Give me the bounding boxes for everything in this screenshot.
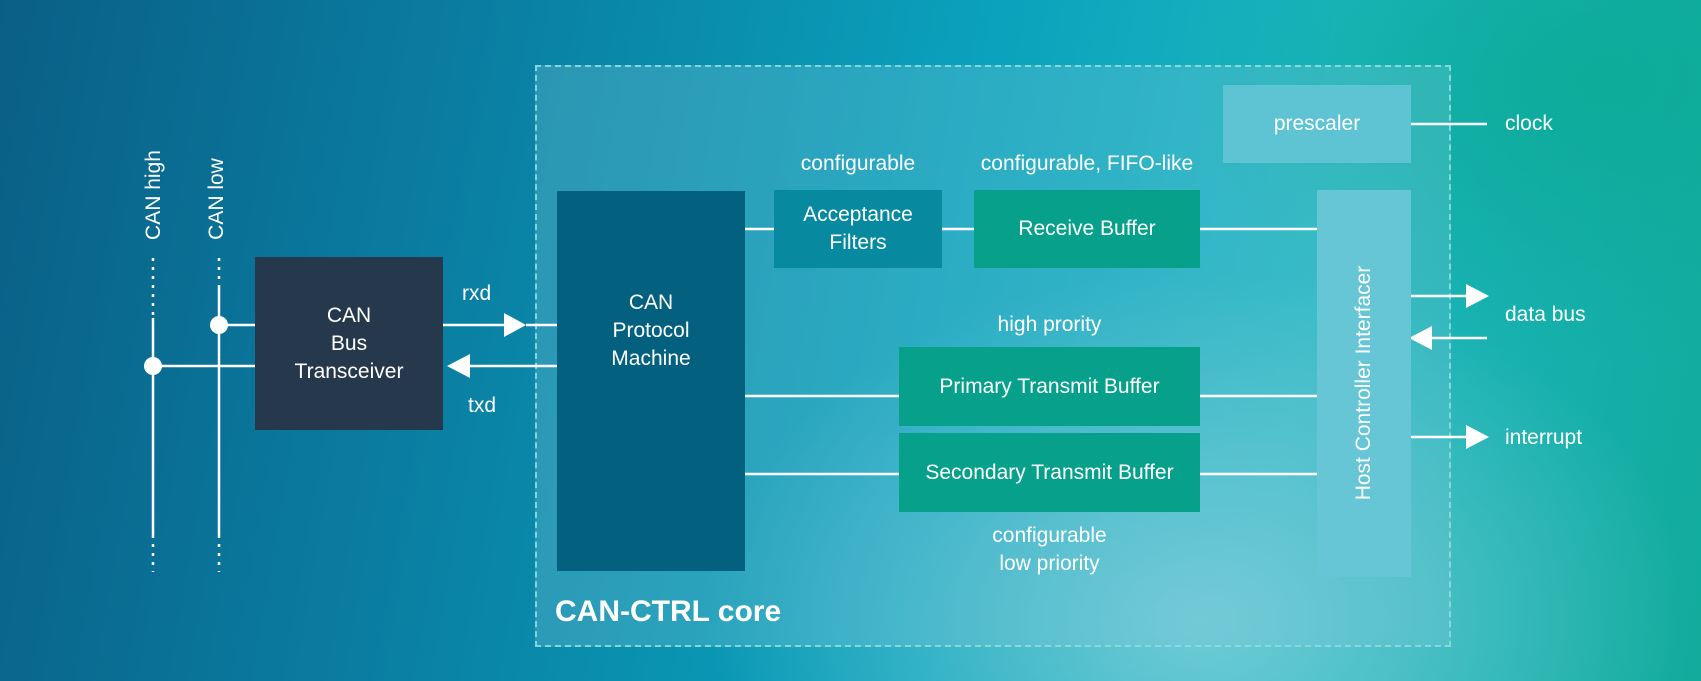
receive-buffer-caption: configurable, FIFO-like	[980, 152, 1194, 175]
high-priority-caption: high prority	[997, 313, 1102, 336]
interrupt-out-arrowhead	[1466, 425, 1489, 449]
rxd-arrowhead	[504, 313, 526, 337]
can-low-label: CAN low	[205, 158, 228, 240]
can-low-junction	[210, 316, 228, 334]
host-controller-interface	[1317, 190, 1411, 577]
receive-buffer: Receive Buffer	[974, 190, 1200, 268]
acceptance-filters: Acceptance Filters	[774, 190, 942, 268]
can-bus-transceiver: CAN Bus Transceiver	[255, 257, 443, 430]
can-high-label: CAN high	[142, 150, 165, 240]
data-bus-out-arrowhead	[1466, 284, 1489, 308]
primary-transmit-buffer: Primary Transmit Buffer	[899, 347, 1200, 426]
clock-label: clock	[1505, 112, 1553, 135]
can-ctrl-core-title: CAN-CTRL core	[555, 595, 782, 628]
data-bus-label: data bus	[1505, 303, 1586, 326]
txd-arrowhead	[447, 354, 470, 378]
host-controller-interface-label: Host Controller Interfacer	[1352, 265, 1375, 501]
rxd-label: rxd	[462, 282, 492, 305]
interrupt-label: interrupt	[1505, 426, 1583, 449]
data-bus-in-arrowhead	[1409, 326, 1432, 350]
can-high-junction	[144, 357, 162, 375]
low-priority-caption: configurable low priority	[992, 524, 1107, 575]
secondary-transmit-buffer: Secondary Transmit Buffer	[899, 433, 1200, 512]
txd-label: txd	[468, 394, 497, 417]
prescaler: prescaler	[1223, 85, 1411, 163]
acceptance-filters-caption: configurable	[800, 152, 916, 175]
can-protocol-machine: CAN Protocol Machine	[557, 191, 745, 571]
